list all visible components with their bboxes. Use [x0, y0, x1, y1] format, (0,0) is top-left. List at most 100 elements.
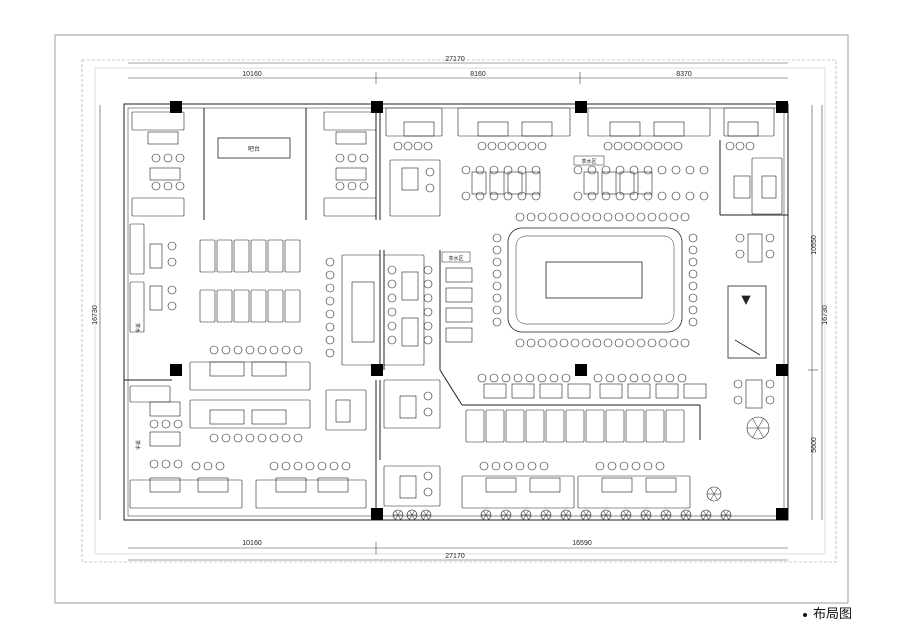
- chair: [515, 338, 525, 348]
- chair: [161, 459, 171, 469]
- chair: [592, 338, 602, 348]
- sofa: [284, 239, 301, 273]
- drawing-caption: 布局图: [802, 603, 852, 622]
- chair: [492, 269, 502, 279]
- chair: [601, 165, 611, 175]
- pool-table: [727, 285, 767, 359]
- chair: [517, 191, 527, 201]
- chair: [615, 165, 625, 175]
- dim-top-total: 27170: [445, 56, 465, 63]
- chair: [537, 373, 547, 383]
- table: [471, 171, 487, 195]
- plant-icon: [480, 509, 492, 521]
- sofa: [199, 289, 216, 323]
- sofa: [131, 197, 185, 217]
- sofa: [233, 289, 250, 323]
- chair: [325, 322, 335, 332]
- plant-icon: [720, 509, 732, 521]
- chair: [669, 338, 679, 348]
- chair: [175, 181, 185, 191]
- chair: [688, 233, 698, 243]
- chair: [680, 338, 690, 348]
- chair: [587, 191, 597, 201]
- table: [149, 477, 181, 493]
- chair: [167, 257, 177, 267]
- chair: [325, 335, 335, 345]
- table: [149, 243, 163, 269]
- sofa: [465, 409, 485, 443]
- chair: [653, 373, 663, 383]
- table: [601, 171, 617, 195]
- chair: [614, 212, 624, 222]
- plant-icon: [680, 509, 692, 521]
- chair: [537, 212, 547, 222]
- chair: [643, 165, 653, 175]
- chair: [619, 461, 629, 471]
- central-banquet-table: [507, 227, 683, 333]
- chair: [515, 212, 525, 222]
- chair: [245, 345, 255, 355]
- table: [727, 121, 759, 137]
- chair: [688, 293, 698, 303]
- table: [317, 477, 349, 493]
- sofa: [323, 111, 377, 131]
- table: [619, 171, 635, 195]
- chair: [765, 379, 775, 389]
- dim-top-seg-2: 8160: [470, 71, 486, 78]
- table: [637, 171, 653, 195]
- chair: [269, 433, 279, 443]
- dim-right-total: 16730: [822, 305, 829, 325]
- sofa: [383, 254, 425, 366]
- chair: [151, 181, 161, 191]
- sofa: [250, 289, 267, 323]
- chair: [293, 433, 303, 443]
- chair: [573, 191, 583, 201]
- outer-frame-dashed: [81, 59, 837, 563]
- chair: [221, 433, 231, 443]
- table: [209, 361, 245, 377]
- chair: [636, 212, 646, 222]
- chair: [503, 191, 513, 201]
- sofa: [485, 409, 505, 443]
- chair: [658, 212, 668, 222]
- chair: [641, 373, 651, 383]
- table: [401, 167, 419, 191]
- chair: [221, 345, 231, 355]
- table: [335, 399, 351, 423]
- chair: [615, 191, 625, 201]
- chair: [423, 321, 433, 331]
- chair: [531, 165, 541, 175]
- chair: [531, 191, 541, 201]
- chair: [423, 335, 433, 345]
- sheet-border: [54, 34, 849, 604]
- chair: [680, 212, 690, 222]
- chair: [559, 338, 569, 348]
- sofa: [189, 399, 311, 429]
- plant-icon: [406, 509, 418, 521]
- plant-icon: [392, 509, 404, 521]
- sofa: [233, 239, 250, 273]
- chair: [305, 461, 315, 471]
- chair: [517, 141, 527, 151]
- sofa: [199, 239, 216, 273]
- chair: [325, 309, 335, 319]
- sofa: [189, 361, 311, 391]
- table: [209, 409, 245, 425]
- chair: [688, 317, 698, 327]
- table: [489, 171, 505, 195]
- tea-station-mid-box: [441, 251, 471, 263]
- dimension-lines: [99, 62, 823, 561]
- dim-top-seg-3: 8370: [676, 71, 692, 78]
- chair: [643, 461, 653, 471]
- chair: [643, 141, 653, 151]
- table: [445, 307, 473, 323]
- table: [399, 475, 417, 499]
- chair: [503, 165, 513, 175]
- chair: [603, 141, 613, 151]
- chair: [587, 165, 597, 175]
- chair: [501, 373, 511, 383]
- chair: [525, 373, 535, 383]
- chair: [573, 165, 583, 175]
- chair: [625, 338, 635, 348]
